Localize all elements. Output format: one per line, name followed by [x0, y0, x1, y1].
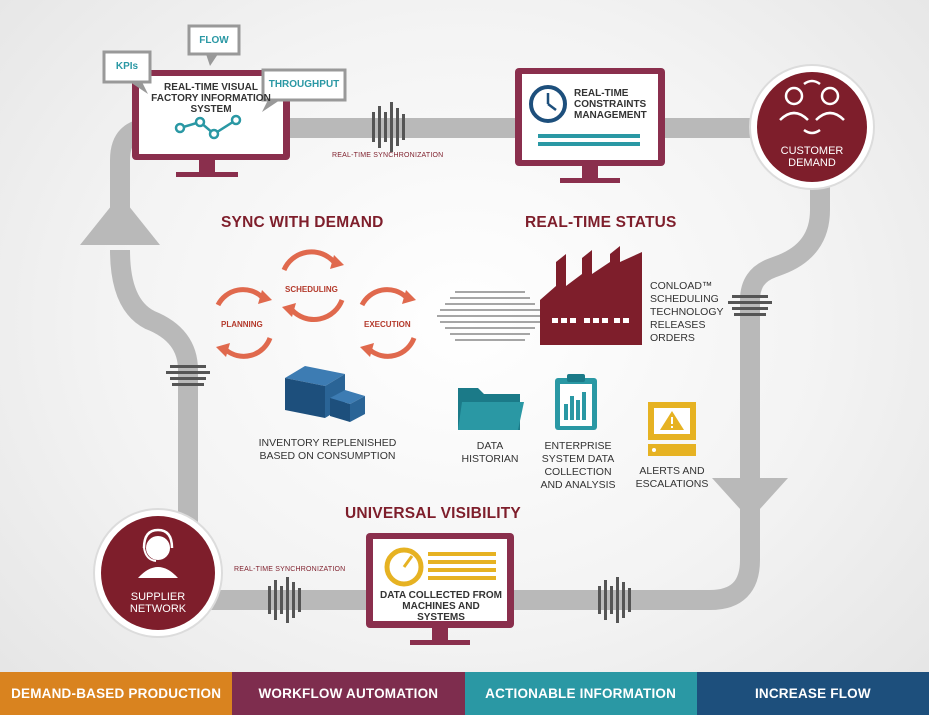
up-arrow-icon — [80, 195, 160, 245]
bottom-bar: DEMAND-BASED PRODUCTION WORKFLOW AUTOMAT… — [0, 672, 929, 715]
sync-ticks-bottom-left — [268, 577, 301, 623]
kpis-bubble-label: KPIs — [115, 61, 139, 72]
gauge-icon — [384, 547, 424, 587]
flow-diagram — [80, 24, 875, 645]
historian-label: DATA HISTORIAN — [461, 440, 519, 465]
supplier-label: SUPPLIER NETWORK — [129, 591, 187, 615]
execution-label: EXECUTION — [364, 320, 411, 329]
throughput-bubble — [261, 68, 347, 112]
conload-label: CONLOAD™ SCHEDULING TECHNOLOGY RELEASES … — [650, 280, 724, 344]
planning-cycle-icon — [215, 287, 273, 359]
flow-bubble-label: FLOW — [199, 35, 229, 46]
bottom-segment-flow: INCREASE FLOW — [696, 672, 929, 715]
supplier-node — [93, 508, 223, 638]
constraints-monitor — [515, 68, 665, 183]
factory-monitor-label: REAL-TIME VISUAL FACTORY INFORMATION SYS… — [151, 82, 271, 115]
double-arrow-icon — [437, 291, 543, 341]
customer-node — [749, 64, 875, 190]
execution-cycle-icon — [359, 287, 417, 359]
progress-line-icon — [538, 134, 640, 138]
constraints-monitor-label: REAL-TIME CONSTRAINTS MANAGEMENT — [574, 88, 647, 121]
visibility-heading: UNIVERSAL VISIBILITY — [345, 505, 521, 522]
data-lines-icon — [428, 552, 496, 580]
sync-ticks-top — [372, 102, 405, 152]
inventory-label: INVENTORY REPLENISHED BASED ON CONSUMPTI… — [258, 437, 397, 462]
bottom-segment-information: ACTIONABLE INFORMATION — [464, 672, 697, 715]
sync-label-top: REAL-TIME SYNCHRONIZATION — [332, 152, 444, 159]
sync-ticks-left — [166, 365, 210, 386]
enterprise-label: ENTERPRISE SYSTEM DATA COLLECTION AND AN… — [540, 440, 616, 491]
machines-monitor — [366, 533, 514, 645]
factory-monitor — [132, 70, 290, 177]
network-icon — [174, 114, 242, 140]
pipe-loop — [110, 118, 830, 610]
sync-ticks-right — [728, 295, 772, 316]
clock-icon — [529, 85, 567, 123]
sync-demand-heading: SYNC WITH DEMAND — [221, 214, 384, 231]
planning-label: PLANNING — [221, 320, 263, 329]
bottom-segment-demand: DEMAND-BASED PRODUCTION — [0, 672, 233, 715]
sync-ticks-bottom-right — [598, 577, 631, 623]
bottom-segment-label: ACTIONABLE INFORMATION — [485, 686, 677, 701]
kpis-bubble — [102, 50, 152, 94]
bottom-segment-workflow: WORKFLOW AUTOMATION — [232, 672, 465, 715]
alerts-label: ALERTS AND ESCALATIONS — [635, 465, 709, 490]
bottom-segment-label: INCREASE FLOW — [754, 686, 871, 701]
scheduling-label: SCHEDULING — [285, 285, 338, 294]
status-heading: REAL-TIME STATUS — [525, 214, 677, 231]
inventory-boxes-icon — [285, 366, 365, 422]
scheduling-cycle-icon — [281, 249, 345, 322]
machines-monitor-label: DATA COLLECTED FROM MACHINES AND SYSTEMS — [379, 590, 503, 623]
alert-monitor-icon — [648, 402, 696, 456]
folder-icon — [458, 388, 524, 430]
customer-label: CUSTOMER DEMAND — [780, 145, 844, 169]
factory-icon — [540, 246, 642, 345]
people-exchange-icon — [779, 79, 845, 135]
bottom-segment-label: WORKFLOW AUTOMATION — [258, 686, 439, 701]
headset-person-icon — [138, 528, 178, 578]
flow-bubble — [187, 24, 241, 66]
sync-label-bottom: REAL-TIME SYNCHRONIZATION — [234, 566, 346, 573]
down-arrow-icon — [712, 478, 788, 520]
throughput-bubble-label: THROUGHPUT — [268, 79, 340, 90]
clipboard-chart-icon — [555, 374, 597, 430]
bottom-segment-label: DEMAND-BASED PRODUCTION — [11, 686, 222, 701]
